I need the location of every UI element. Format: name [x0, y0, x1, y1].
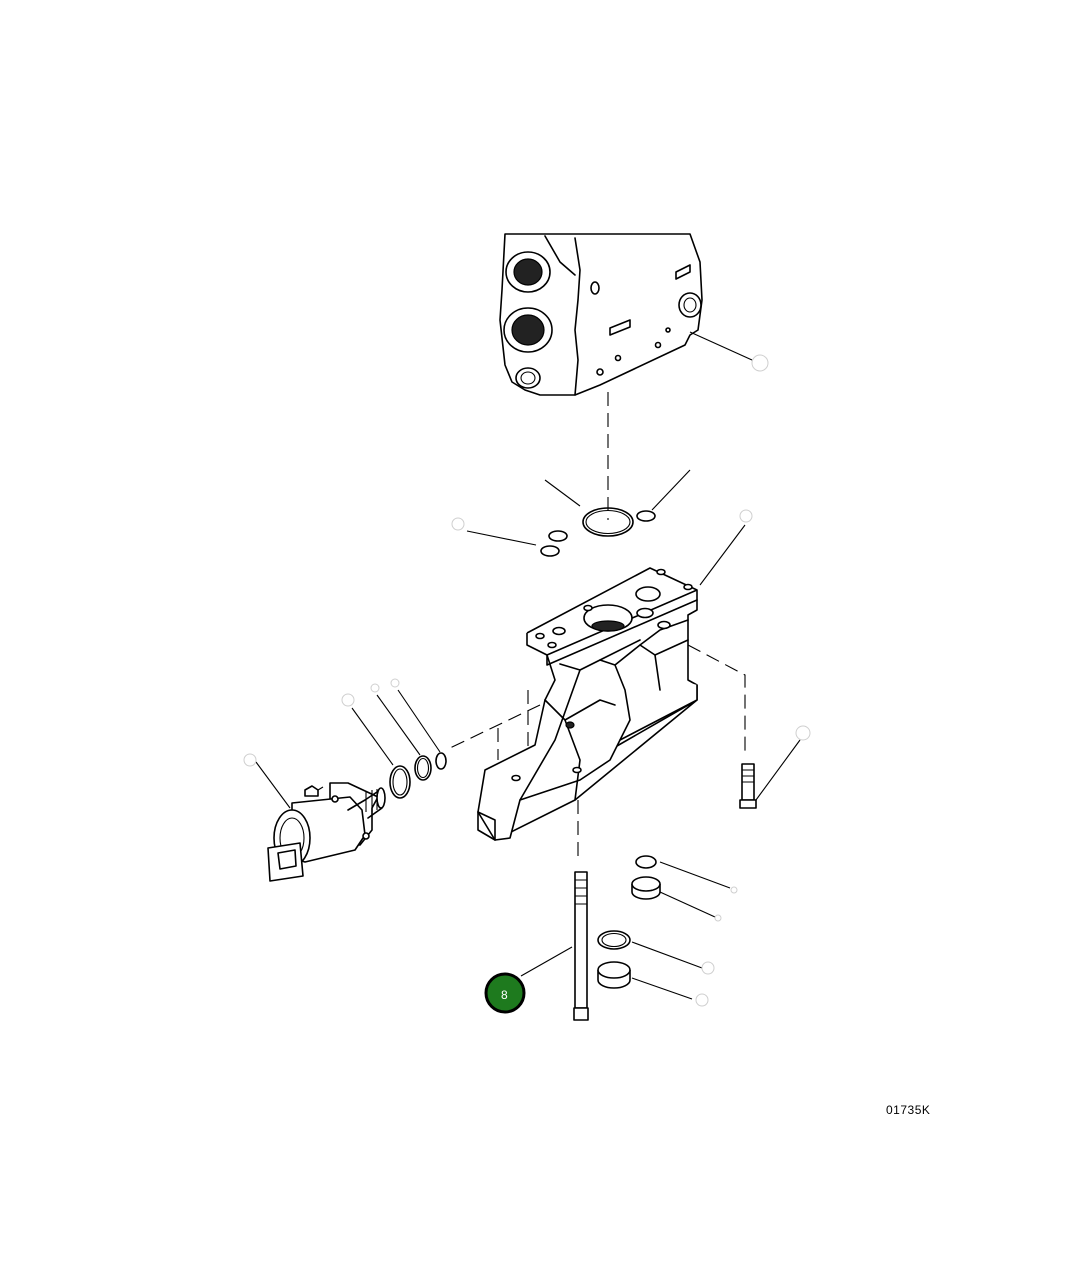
ghost-callout [701, 961, 715, 975]
ghost-callout [739, 509, 753, 523]
ghost-callout [451, 517, 465, 531]
plug-large [597, 930, 631, 989]
o-ring-large [582, 507, 634, 537]
ghost-callout [243, 753, 257, 767]
ghost-callout [714, 914, 722, 922]
ghost-callout [370, 683, 380, 693]
ghost-callout [795, 725, 811, 741]
ghost-callout [390, 678, 400, 688]
o-ring-small [548, 530, 568, 542]
ghost-callout [341, 693, 355, 707]
ghost-callout [751, 354, 769, 372]
callout-number: 8 [501, 988, 508, 1002]
valve-block-top [499, 233, 703, 396]
figure-code: 01735K [886, 1103, 931, 1117]
solenoid-valve [267, 782, 386, 882]
long-cap-screw [573, 871, 589, 1021]
callout-8[interactable]: 8 [484, 972, 526, 1014]
cap-screw-right [739, 763, 757, 809]
ghost-callout [695, 993, 709, 1007]
solenoid-o-rings [389, 752, 447, 799]
o-ring-small [540, 545, 560, 557]
ghost-callout [730, 886, 738, 894]
plug-small [631, 855, 661, 900]
callout-badge[interactable] [484, 972, 526, 1014]
o-ring-small [636, 510, 656, 522]
mounting-plate [477, 567, 698, 841]
